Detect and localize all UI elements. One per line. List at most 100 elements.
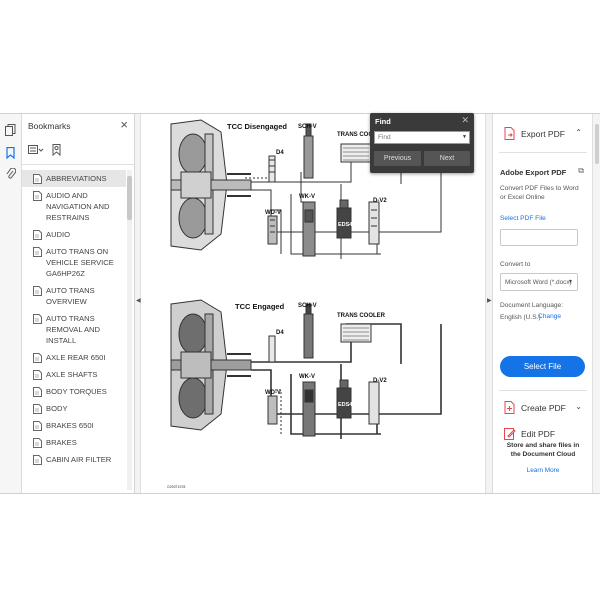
panel-splitter-left[interactable]: ◀ (135, 114, 141, 493)
bookmark-item[interactable]: AUTO TRANS ON VEHICLE SERVICE GA6HP26Z (22, 243, 126, 282)
bookmark-label: AUTO TRANS REMOVAL AND INSTALL (46, 314, 101, 345)
document-page[interactable]: TCC Disengaged SCH-V TRANS COO D4 WK-V W… (141, 114, 485, 493)
bookmarks-header: Bookmarks × (22, 114, 134, 138)
bookmark-label: CABIN AIR FILTER (46, 455, 112, 464)
wk-v-label: WK-V (299, 194, 315, 200)
select-file-button[interactable]: Select File (500, 356, 585, 377)
page-thumbnails-icon[interactable] (4, 123, 17, 136)
collapse-arrow-icon[interactable]: ◀ (136, 298, 141, 304)
bookmark-label: AXLE SHAFTS (46, 370, 98, 379)
bookmark-page-icon (33, 174, 42, 184)
bookmark-item[interactable]: BODY (22, 400, 126, 417)
bookmark-page-icon (33, 353, 42, 363)
bookmark-label: AUDIO (46, 230, 71, 239)
wk-v-label: WK-V (299, 374, 315, 380)
bookmark-item[interactable]: AUTO TRANS REMOVAL AND INSTALL (22, 310, 126, 349)
bookmark-page-icon (33, 314, 42, 324)
d-v2-label: D-V2 (373, 378, 387, 384)
hydraulic-diagram: TCC Disengaged SCH-V TRANS COO D4 WK-V W… (167, 119, 442, 489)
chevron-up-icon[interactable]: ⌃ (575, 128, 582, 137)
bookmark-page-icon (33, 438, 42, 448)
expand-arrow-icon[interactable]: ▶ (487, 298, 492, 304)
bookmark-label: BODY TORQUES (46, 387, 107, 396)
bookmark-item[interactable]: BRAKES (22, 434, 126, 451)
torque-converter-top (170, 119, 252, 251)
change-language-link[interactable]: Change (538, 313, 562, 320)
edit-pdf-tool[interactable]: Edit PDF (493, 422, 592, 446)
export-pdf-tool[interactable]: Export PDF ⌃ (493, 122, 592, 146)
bookmark-item[interactable]: AUDIO (22, 226, 126, 243)
bookmark-page-icon (33, 421, 42, 431)
find-title: Find (375, 117, 391, 126)
bookmark-page-icon (33, 404, 42, 414)
bookmarks-scrollbar[interactable] (127, 170, 132, 490)
tools-pane-scrollbar[interactable] (592, 114, 600, 493)
bookmark-page-icon (33, 286, 42, 296)
bookmark-label: AUTO TRANS OVERVIEW (46, 286, 95, 306)
document-language-label: Document Language: (500, 302, 564, 309)
find-bookmark-icon[interactable] (52, 144, 62, 158)
cloud-text: Store and share files in the Document Cl… (506, 442, 580, 458)
close-icon[interactable]: ✕ (461, 115, 469, 125)
trans-cooler-label: TRANS COOLER (337, 313, 386, 319)
chevron-down-icon[interactable]: ▼ (462, 134, 467, 140)
d4-label: D4 (276, 330, 284, 336)
bookmark-item[interactable]: AUDIO AND NAVIGATION AND RESTRAINS (22, 187, 126, 226)
bookmark-icon[interactable] (4, 146, 17, 159)
bookmarks-toolbar (28, 144, 62, 158)
pdf-file-drop-box[interactable] (500, 229, 578, 246)
options-menu-icon[interactable] (28, 145, 44, 157)
bookmark-item[interactable]: BRAKES 650i (22, 417, 126, 434)
document-language-value: English (U.S.) (500, 314, 541, 321)
convert-to-value: Microsoft Word (*.docx) (505, 279, 572, 286)
bookmark-label: BRAKES (46, 438, 77, 447)
bookmark-item[interactable]: CABIN AIR FILTER (22, 451, 126, 468)
export-pdf-label: Export PDF (521, 129, 565, 139)
learn-more-link[interactable]: Learn More (526, 467, 560, 474)
figure-code: G29371978 (167, 485, 185, 489)
bookmark-item[interactable]: ABBREVIATIONS (22, 170, 126, 187)
tcc-disengaged-title: TCC Disengaged (227, 122, 287, 131)
eds4-label: EDS4 (338, 402, 353, 408)
bookmark-item[interactable]: BODY TORQUES (22, 383, 126, 400)
bookmark-label: BRAKES 650i (46, 421, 94, 430)
find-input[interactable] (374, 131, 470, 144)
settings-icon[interactable]: ⧉ (578, 166, 584, 175)
adobe-export-heading: Adobe Export PDF (500, 168, 567, 177)
bookmark-label: BODY (46, 404, 68, 413)
attachment-icon[interactable] (4, 167, 17, 180)
next-button[interactable]: Next (424, 151, 470, 166)
export-pdf-icon (504, 127, 516, 140)
bookmark-item[interactable]: AUTO TRANS OVERVIEW (22, 282, 126, 310)
edit-pdf-label: Edit PDF (521, 429, 556, 439)
create-pdf-label: Create PDF (521, 403, 566, 413)
panel-splitter-right[interactable]: ▶ (485, 114, 492, 493)
close-icon[interactable]: × (120, 117, 128, 132)
bookmark-label: AUTO TRANS ON VEHICLE SERVICE GA6HP26Z (46, 247, 114, 278)
bookmark-item[interactable]: AXLE REAR 650i (22, 349, 126, 366)
bookmark-page-icon (33, 387, 42, 397)
divider (499, 152, 587, 153)
select-pdf-file-link[interactable]: Select PDF File (500, 215, 546, 222)
eds4-label: EDS4 (338, 222, 353, 228)
tcc-engaged-title: TCC Engaged (235, 302, 285, 311)
edit-pdf-icon (504, 427, 516, 440)
chevron-down-icon: ▼ (568, 279, 573, 285)
create-pdf-tool[interactable]: Create PDF ⌄ (493, 396, 592, 420)
find-popup: Find ✕ ▼ Previous Next (370, 113, 474, 173)
bookmark-page-icon (33, 191, 42, 201)
convert-to-select[interactable]: Microsoft Word (*.docx) ▼ (500, 273, 578, 291)
create-pdf-icon (504, 401, 516, 414)
bookmark-page-icon (33, 455, 42, 465)
bookmark-label: AXLE REAR 650i (46, 353, 106, 362)
previous-button[interactable]: Previous (374, 151, 421, 166)
bookmark-item[interactable]: AXLE SHAFTS (22, 366, 126, 383)
left-tool-rail (0, 114, 22, 493)
chevron-down-icon[interactable]: ⌄ (575, 402, 582, 411)
bookmark-page-icon (33, 230, 42, 240)
convert-description: Convert PDF Files to Word or Excel Onlin… (500, 185, 579, 201)
divider (499, 390, 587, 391)
